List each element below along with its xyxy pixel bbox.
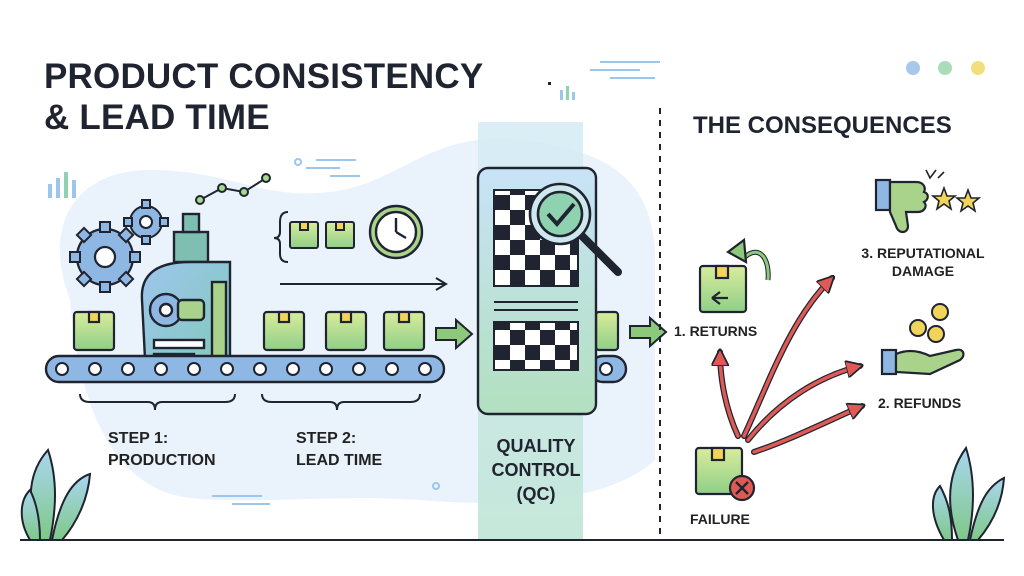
lead-time-boxes bbox=[289, 221, 355, 249]
window-dot-green bbox=[938, 61, 952, 75]
lead-time-bracket bbox=[273, 211, 289, 263]
reputational-line-1: 3. REPUTATIONAL bbox=[861, 245, 985, 261]
decor-dashes bbox=[212, 158, 440, 505]
small-gear-icon bbox=[123, 199, 169, 245]
production-machine bbox=[140, 212, 232, 380]
decor-sparks-icon bbox=[548, 61, 660, 100]
step2-name: LEAD TIME bbox=[296, 452, 383, 469]
flow-arrow-line bbox=[280, 277, 448, 291]
bar-chart-icon bbox=[48, 172, 76, 198]
window-dot-yellow bbox=[971, 61, 985, 75]
return-box-icon bbox=[698, 237, 771, 314]
star-rating-icon bbox=[925, 169, 982, 213]
step2-label: STEP 2: LEAD TIME bbox=[296, 428, 382, 472]
reputational-damage-label: 3. REPUTATIONAL DAMAGE bbox=[848, 244, 998, 280]
refunds-label: 2. REFUNDS bbox=[878, 395, 962, 411]
window-dot-blue bbox=[906, 61, 920, 75]
conveyor-belt bbox=[44, 354, 628, 384]
step1-name: PRODUCTION bbox=[108, 452, 216, 469]
step1-brace bbox=[79, 393, 236, 411]
step2-number: STEP 2: bbox=[296, 430, 357, 447]
step2-brace bbox=[261, 393, 421, 411]
qc-line-3: (QC) bbox=[516, 484, 556, 504]
qc-label: QUALITY CONTROL (QC) bbox=[466, 434, 606, 506]
plant-right bbox=[932, 445, 1006, 541]
gear-icon bbox=[69, 221, 141, 293]
step1-label: STEP 1: PRODUCTION bbox=[108, 428, 216, 472]
page-title: PRODUCT CONSISTENCY & LEAD TIME bbox=[44, 56, 483, 138]
title-line-2: & LEAD TIME bbox=[44, 98, 270, 137]
consequence-arrows bbox=[720, 278, 862, 455]
title-line-1: PRODUCT CONSISTENCY bbox=[44, 57, 484, 96]
step1-number: STEP 1: bbox=[108, 430, 169, 447]
failed-box-icon bbox=[694, 446, 756, 502]
magnifier-check-icon bbox=[528, 182, 622, 276]
plant-left bbox=[20, 448, 92, 541]
failure-label: FAILURE bbox=[690, 511, 750, 527]
clock-icon bbox=[368, 204, 424, 260]
flow-arrow-to-returns bbox=[629, 315, 668, 349]
flow-arrow-to-qc bbox=[435, 317, 474, 351]
line-chart-icon bbox=[195, 173, 271, 205]
thumbs-down-icon bbox=[874, 178, 929, 234]
qc-line-2: CONTROL bbox=[491, 460, 581, 480]
returns-label: 1. RETURNS bbox=[674, 323, 758, 339]
hand-icon bbox=[880, 348, 965, 376]
coins-icon bbox=[909, 303, 949, 343]
consequences-heading: THE CONSEQUENCES bbox=[693, 112, 952, 139]
qc-line-1: QUALITY bbox=[496, 436, 576, 456]
reputational-line-2: DAMAGE bbox=[891, 263, 955, 279]
